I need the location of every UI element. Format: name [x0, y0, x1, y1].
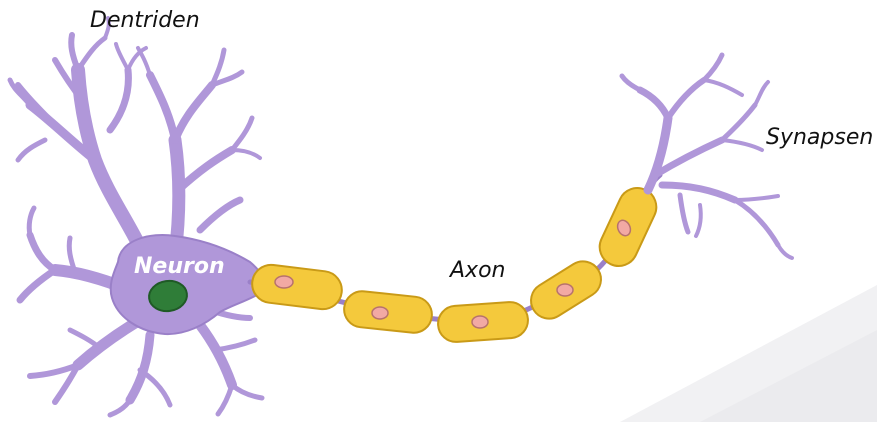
schwann-nucleus-1 [275, 276, 293, 288]
neuron-label: Neuron [134, 256, 225, 278]
synapses-label: Synapsen [766, 127, 873, 149]
schwann-nucleus-2 [372, 307, 388, 319]
dendrites-label: Dentriden [90, 10, 200, 32]
schwann-nucleus-4 [557, 284, 573, 296]
axon-label: Axon [450, 260, 505, 282]
dendrites [10, 18, 262, 415]
schwann-nucleus-3 [472, 316, 488, 328]
myelin-segment-1 [250, 263, 344, 312]
